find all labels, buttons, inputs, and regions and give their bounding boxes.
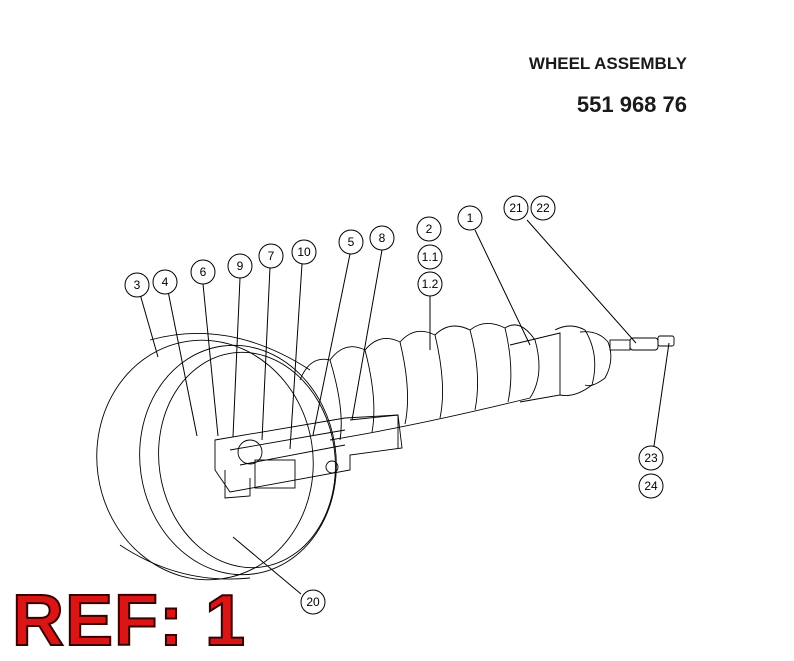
svg-text:7: 7 (268, 249, 275, 263)
callout-1-1: 1.1 (417, 244, 443, 270)
callout-5: 5 (338, 229, 364, 255)
svg-text:4: 4 (162, 275, 169, 289)
leader-lines (139, 219, 670, 595)
callout-10: 10 (291, 239, 317, 265)
part-number: 551 968 76 (576, 92, 687, 117)
callout-20: 20 (300, 589, 326, 615)
svg-text:6: 6 (200, 265, 207, 279)
svg-text:23: 23 (644, 451, 658, 465)
callout-4: 4 (152, 269, 178, 295)
svg-text:5: 5 (348, 235, 355, 249)
callout-3: 3 (124, 272, 150, 298)
callout-8: 8 (369, 225, 395, 251)
svg-text:2: 2 (426, 222, 433, 236)
callout-22: 22 (530, 195, 556, 221)
svg-text:24: 24 (644, 479, 658, 493)
svg-text:1.1: 1.1 (422, 250, 439, 264)
svg-text:20: 20 (306, 595, 320, 609)
svg-text:1: 1 (467, 211, 474, 225)
spring-drawing (299, 323, 540, 441)
svg-text:3: 3 (134, 278, 141, 292)
callout-23: 23 (638, 445, 664, 471)
callout-7: 7 (258, 243, 284, 269)
tensioner-drawing (509, 325, 675, 403)
svg-text:10: 10 (297, 245, 311, 259)
ref-label: REF: 1 (11, 581, 247, 661)
bracket-drawing (214, 414, 403, 499)
svg-text:1.2: 1.2 (422, 277, 439, 291)
callout-21: 21 (503, 195, 529, 221)
callout-2: 2 (416, 216, 442, 242)
svg-text:9: 9 (237, 259, 244, 273)
callout-24: 24 (638, 473, 664, 499)
diagram-title: WHEEL ASSEMBLY (528, 54, 687, 73)
callout-6: 6 (190, 259, 216, 285)
svg-text:8: 8 (379, 231, 386, 245)
callout-1-2: 1.2 (417, 271, 443, 297)
svg-text:21: 21 (509, 201, 523, 215)
wheel-drawing (96, 333, 337, 581)
callout-1: 1 (457, 205, 483, 231)
callout-9: 9 (227, 253, 253, 279)
svg-text:22: 22 (536, 201, 550, 215)
